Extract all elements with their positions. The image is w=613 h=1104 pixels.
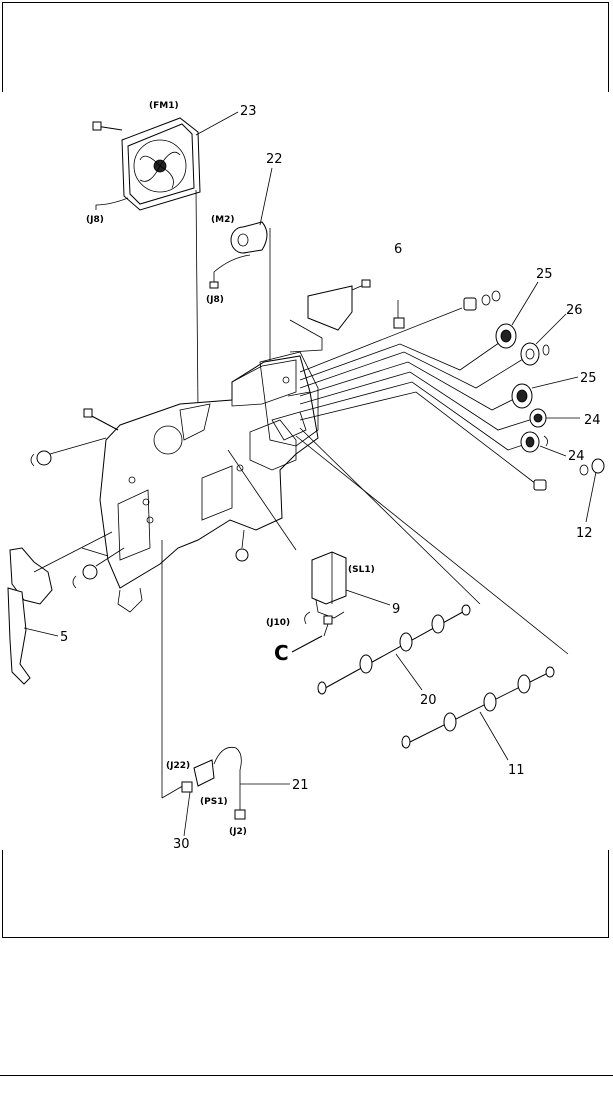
code-j8-motor: (J8): [206, 295, 224, 305]
right-frame-gap: [606, 92, 613, 850]
sensor-ps1: [162, 540, 245, 819]
callout-23: 23: [240, 104, 257, 119]
leader-22: [260, 168, 272, 225]
fan-mount-line: [196, 190, 198, 410]
leader-25b: [532, 377, 578, 388]
code-j8-fan: (J8): [86, 215, 104, 225]
callout-21: 21: [292, 778, 309, 793]
code-m2: (M2): [211, 215, 234, 225]
leader-12: [586, 472, 596, 522]
bushing-top: [464, 291, 500, 310]
leader-20: [396, 654, 422, 690]
motor-m2: [210, 222, 267, 288]
marker-c-leader: [292, 636, 322, 652]
gear-26: [521, 343, 549, 365]
leader-25a: [512, 282, 538, 325]
callout-25-upper: 25: [536, 267, 553, 282]
screw-6: [394, 300, 404, 328]
roller-20: [318, 605, 470, 694]
marker-c: C: [274, 641, 289, 665]
callout-26: 26: [566, 303, 583, 318]
leader-9: [346, 590, 390, 605]
gear-24-lower: [521, 432, 548, 452]
callout-12: 12: [576, 526, 593, 541]
code-fm1: (FM1): [149, 101, 179, 111]
code-j2: (J2): [229, 827, 247, 837]
main-side-plate: [84, 356, 318, 612]
code-ps1: (PS1): [200, 797, 228, 807]
gear-25-lower: [512, 384, 532, 408]
callout-25-lower: 25: [580, 371, 597, 386]
left-frame-gap: [0, 92, 6, 850]
leader-24b: [540, 446, 566, 456]
callout-24-lower: 24: [568, 449, 585, 464]
leader-5: [24, 628, 58, 636]
code-j22: (J22): [166, 761, 190, 771]
leader-26: [536, 314, 566, 344]
lever-5: [8, 532, 112, 684]
code-j10: (J10): [266, 618, 290, 628]
fan-fm1: [93, 118, 200, 210]
callout-9: 9: [392, 602, 400, 617]
callout-22: 22: [266, 152, 283, 167]
code-sl1: (SL1): [348, 565, 375, 575]
callout-24-upper: 24: [584, 413, 601, 428]
callout-6: 6: [394, 242, 402, 257]
upper-bracket: [290, 280, 370, 352]
callout-30: 30: [173, 837, 190, 852]
leader-30: [184, 792, 190, 836]
callout-11: 11: [508, 763, 525, 778]
leader-23: [196, 112, 238, 135]
gear-25-upper: [496, 324, 516, 348]
callout-5: 5: [60, 630, 68, 645]
callout-20: 20: [420, 693, 437, 708]
gear-24-upper: [530, 409, 546, 427]
solenoid-sl1: [305, 552, 346, 636]
leader-11: [480, 712, 508, 760]
